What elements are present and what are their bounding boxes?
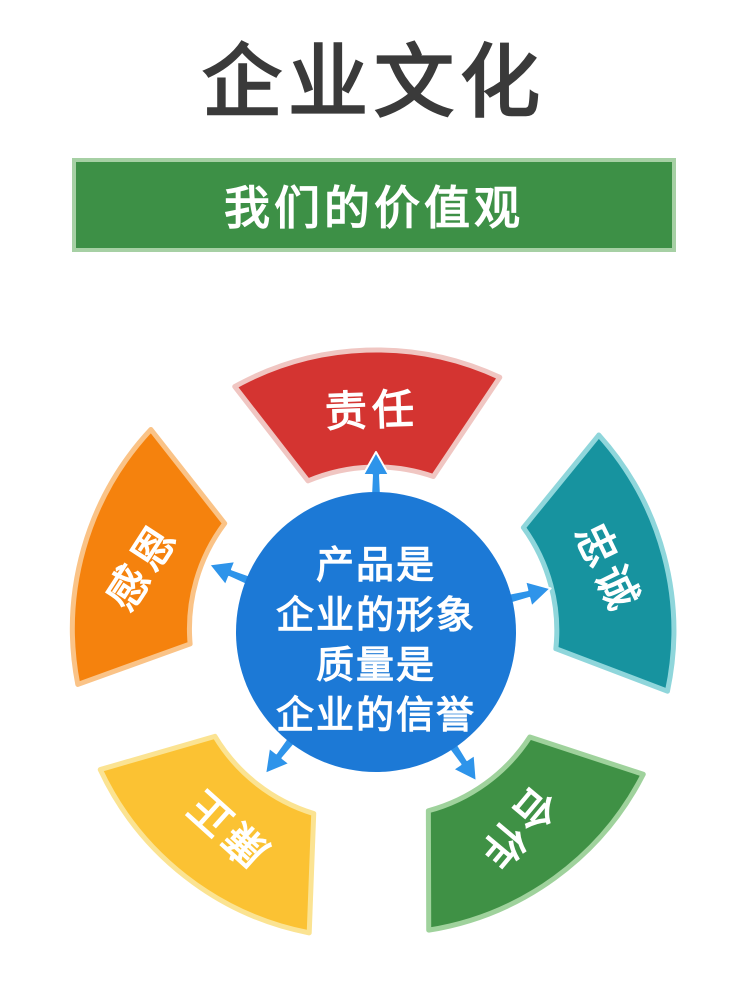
page-title: 企业文化 xyxy=(202,38,546,127)
values-banner: 我们的价值观 xyxy=(72,158,676,252)
values-banner-label: 我们的价值观 xyxy=(224,182,524,234)
center-slogan-line-4: 企业的信誉 xyxy=(276,694,476,737)
center-slogan-line-2: 企业的形象 xyxy=(276,594,476,637)
segment-responsibility xyxy=(232,347,503,484)
center-slogan: 产品是 企业的形象 质量是 企业的信誉 xyxy=(276,545,476,737)
segment-cooperation xyxy=(425,734,646,933)
segment-gratitude xyxy=(69,427,228,687)
center-circle xyxy=(236,492,516,772)
segment-loyalty xyxy=(520,432,677,694)
segment-integrity xyxy=(97,733,317,936)
center-slogan-line-1: 产品是 xyxy=(316,545,436,587)
wheel-segments xyxy=(69,347,677,936)
values-wheel-diagram: 责任 忠诚 合作 廉正 感恩 产品是 企业的形象 质量是 企业的信誉 xyxy=(69,347,677,936)
segment-label-responsibility: 责任 xyxy=(324,385,420,435)
center-slogan-line-3: 质量是 xyxy=(316,645,436,687)
